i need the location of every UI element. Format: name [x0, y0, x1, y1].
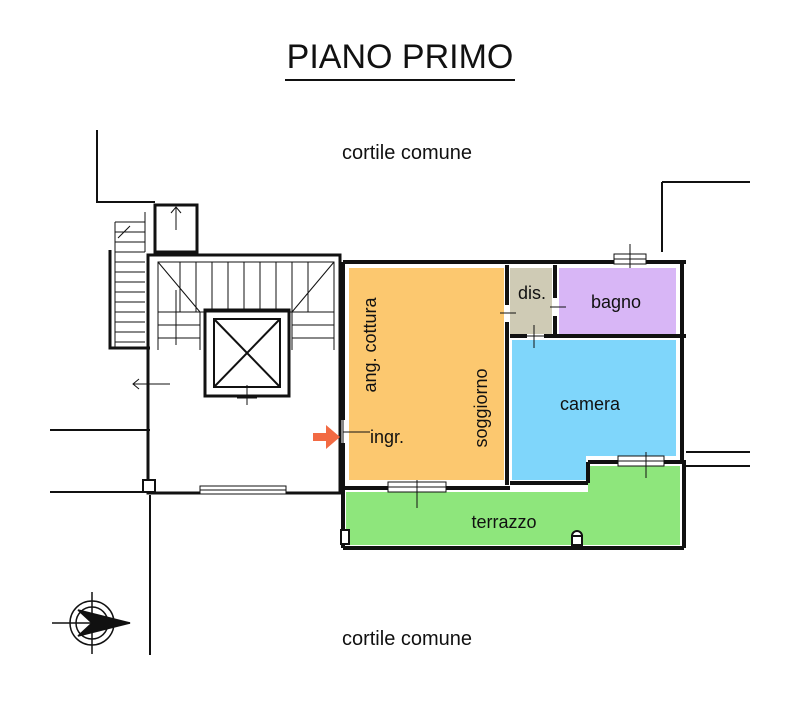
- courtyard-bottom-label: cortile comune: [342, 628, 472, 650]
- living-room-label: soggiorno: [471, 368, 491, 447]
- terrace-fill: [346, 466, 680, 545]
- bathroom-fill: [559, 268, 676, 334]
- stair-icon: [114, 206, 335, 390]
- hall-label: dis.: [518, 283, 546, 303]
- page-title: PIANO PRIMO: [0, 38, 800, 81]
- terrace-label: terrazzo: [471, 512, 536, 532]
- courtyard-top-label: cortile comune: [342, 142, 472, 164]
- kitchen-label: ang. cottura: [360, 296, 380, 392]
- living-room-fill: [349, 268, 504, 480]
- bathroom-label: bagno: [591, 292, 641, 312]
- hall-fill: [510, 268, 552, 334]
- elevator-shaft-icon: [203, 308, 291, 405]
- bedroom-label: camera: [560, 394, 621, 414]
- north-compass-icon: [52, 592, 131, 654]
- entrance-arrow-icon: [313, 425, 340, 449]
- bedroom-fill: [512, 340, 676, 480]
- entrance-label: ingr.: [370, 427, 404, 447]
- page-title-text: PIANO PRIMO: [284, 38, 516, 81]
